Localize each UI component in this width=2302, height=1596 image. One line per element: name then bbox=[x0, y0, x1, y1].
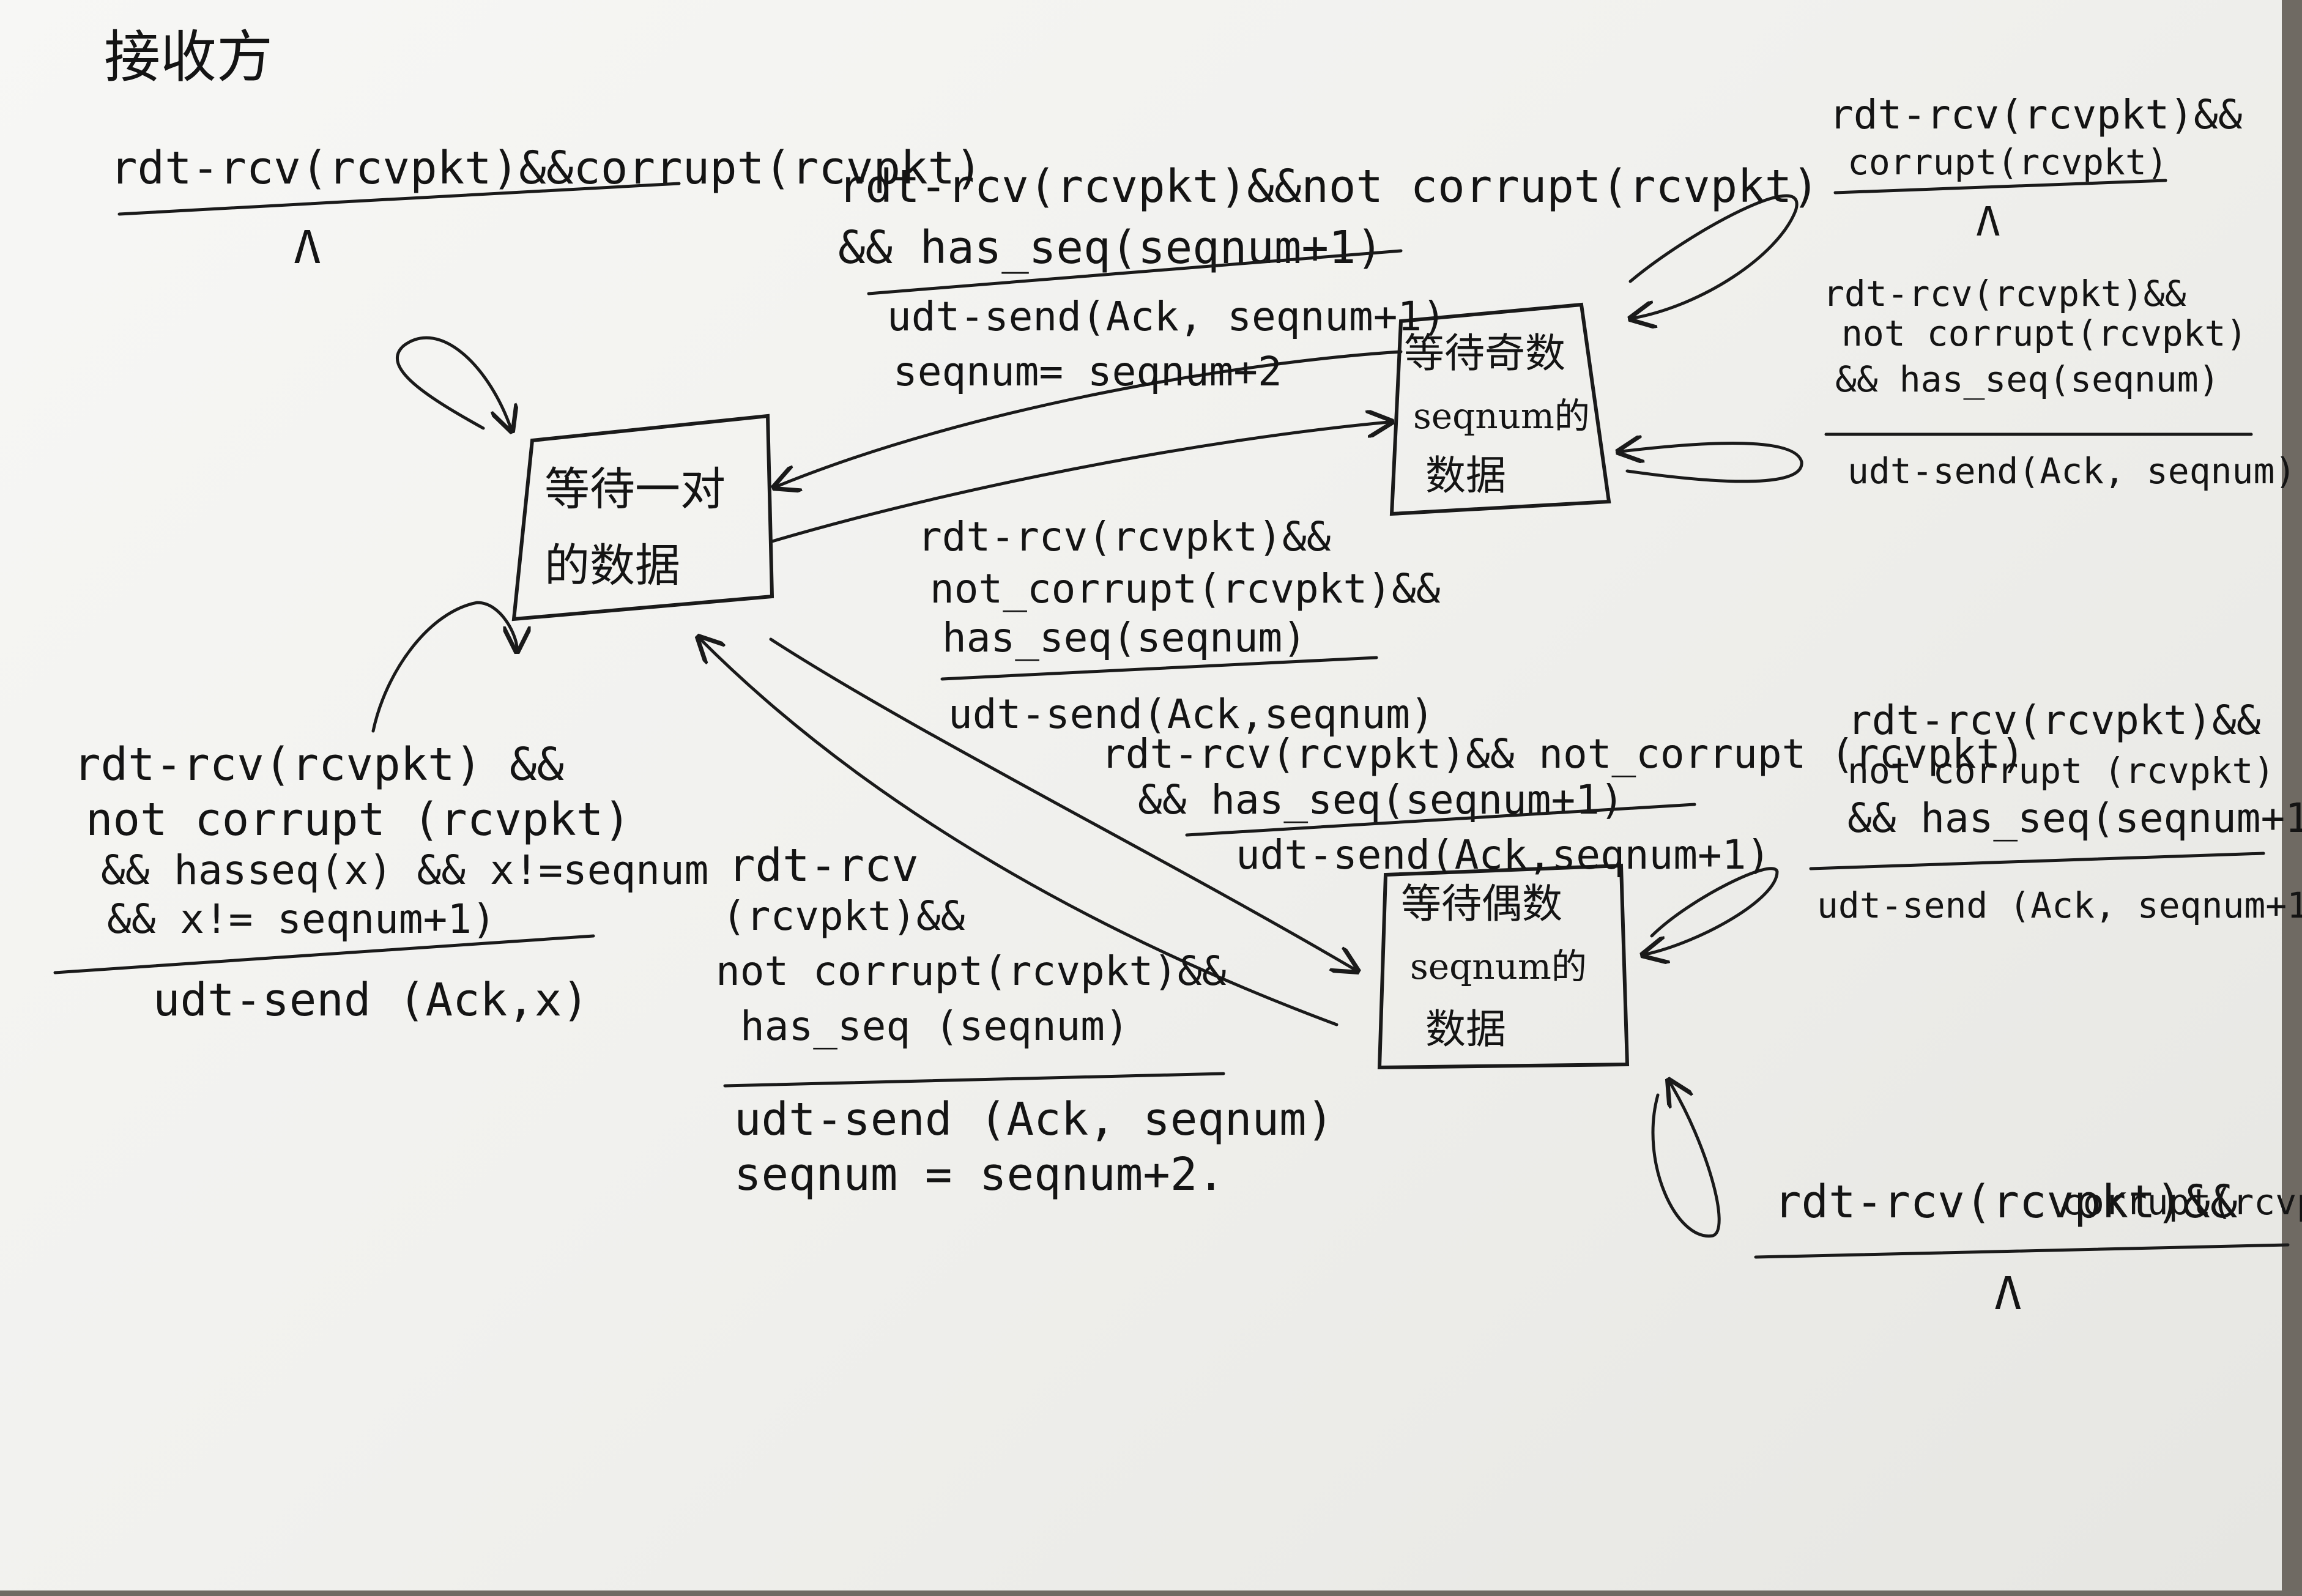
state-even-line1: 等待偶数 bbox=[1401, 880, 1562, 927]
state-pair-line2: 的数据 bbox=[544, 540, 680, 592]
pair-to-odd-action2: seqnum= seqnum+2 bbox=[893, 348, 1282, 395]
label-odd-self-dup: rdt-rcv(rcvpkt)&& not corrupt(rcvpkt) &&… bbox=[1823, 273, 2296, 492]
loop-pair-bottom bbox=[371, 601, 517, 733]
state-even-line2: seqnum的 bbox=[1410, 946, 1587, 987]
even-self-dup-event2: not corrupt (rcvpkt) bbox=[1847, 750, 2274, 792]
even-self-corrupt-event2: corrupt(rcvpkt) bbox=[2062, 1181, 2302, 1223]
state-even-line3: 数据 bbox=[1425, 1006, 1506, 1053]
odd-to-pair-divider bbox=[940, 656, 1378, 681]
pair-self-corrupt-action: Λ bbox=[294, 221, 321, 274]
even-self-dup-action: udt-send (Ack, seqnum+1). bbox=[1817, 885, 2302, 926]
even-to-pair-action: udt-send(Ack,seqnum+1) bbox=[1236, 831, 1770, 878]
odd-self-dup-event3: && has_seq(seqnum) bbox=[1835, 358, 2220, 400]
pair-to-even-event3: not corrupt(rcvpkt)&& bbox=[716, 948, 1227, 995]
odd-self-corrupt-action: Λ bbox=[1976, 198, 2000, 245]
state-pair: 等待一对 的数据 bbox=[511, 414, 774, 622]
even-self-dup-event3: && has_seq(seqnum+1) bbox=[1847, 795, 2302, 842]
label-pair-self-corrupt: rdt-rcv(rcvpkt)&&corrupt(rcvpkt) Λ bbox=[110, 142, 982, 274]
even-to-pair-divider bbox=[1185, 803, 1696, 837]
state-pair-box bbox=[511, 414, 774, 622]
state-odd-box bbox=[1389, 302, 1611, 516]
pair-self-other-event3: && hasseq(x) && x!=seqnum bbox=[101, 847, 708, 894]
odd-to-pair-event3: has_seq(seqnum) bbox=[942, 614, 1307, 661]
label-pair-to-even: rdt-rcv (rcvpkt)&& not corrupt(rcvpkt)&&… bbox=[716, 839, 1334, 1201]
pair-to-odd-divider bbox=[867, 249, 1403, 295]
loop-even-bottom bbox=[1651, 1083, 1721, 1238]
loop-pair-top bbox=[395, 336, 511, 428]
even-self-corrupt-divider bbox=[1754, 1243, 2290, 1259]
state-pair-line1: 等待一对 bbox=[544, 463, 726, 516]
odd-self-dup-action: udt-send(Ack, seqnum) bbox=[1847, 450, 2296, 492]
page-title: 接收方 bbox=[104, 24, 273, 90]
odd-to-pair-action: udt-send(Ack,seqnum) bbox=[948, 691, 1435, 738]
even-self-dup-divider bbox=[1809, 852, 2265, 870]
pair-to-even-event1: rdt-rcv bbox=[728, 839, 919, 892]
label-even-self-corrupt: rdt-rcv(rcvpkt)&& corrupt(rcvpkt) Λ bbox=[1754, 1176, 2302, 1320]
pair-to-even-event4: has_seq (seqnum) bbox=[740, 1003, 1129, 1050]
arrow-even-to-pair bbox=[700, 639, 1339, 1026]
state-odd-line3: 数据 bbox=[1425, 452, 1506, 499]
state-even: 等待偶数 seqnum的 数据 bbox=[1377, 863, 1630, 1070]
even-self-corrupt-action: Λ bbox=[1994, 1268, 2022, 1320]
loop-even-right bbox=[1646, 867, 1779, 954]
pair-self-other-action: udt-send (Ack,x) bbox=[153, 974, 589, 1026]
odd-self-dup-event1: rdt-rcv(rcvpkt)&& bbox=[1823, 273, 2186, 314]
label-even-to-pair: rdt-rcv(rcvpkt)&& not_corrupt (rcvpkt) &… bbox=[1101, 730, 2025, 878]
even-self-dup-event1: rdt-rcv(rcvpkt)&& bbox=[1847, 697, 2261, 744]
odd-to-pair-event2: not_corrupt(rcvpkt)&& bbox=[930, 565, 1441, 612]
pair-self-other-divider bbox=[53, 934, 595, 974]
pair-self-corrupt-event: rdt-rcv(rcvpkt)&&corrupt(rcvpkt) bbox=[110, 142, 982, 195]
pair-to-odd-action1: udt-send(Ack, seqnum+1) bbox=[887, 293, 1446, 340]
state-odd-line1: 等待奇数 bbox=[1404, 330, 1565, 377]
odd-self-dup-event2: not corrupt(rcvpkt) bbox=[1841, 313, 2247, 354]
label-odd-to-pair: rdt-rcv(rcvpkt)&& not_corrupt(rcvpkt)&& … bbox=[918, 513, 1441, 738]
even-to-pair-event2: && has_seq(seqnum+1) bbox=[1138, 776, 1624, 823]
label-pair-self-other: rdt-rcv(rcvpkt) && not corrupt (rcvpkt) … bbox=[53, 738, 708, 1026]
pair-self-corrupt-divider bbox=[117, 182, 681, 216]
pair-to-even-divider bbox=[723, 1072, 1225, 1088]
arrow-pair-to-odd bbox=[770, 422, 1389, 543]
arrow-odd-to-pair bbox=[777, 350, 1403, 486]
label-pair-to-odd: rdt-rcv(rcvpkt)&&not corrupt(rcvpkt) && … bbox=[838, 160, 1819, 395]
loop-odd-right bbox=[1621, 444, 1803, 483]
label-even-self-dup: rdt-rcv(rcvpkt)&& not corrupt (rcvpkt) &… bbox=[1809, 697, 2302, 926]
pair-self-other-event4: && x!= seqnum+1) bbox=[107, 896, 496, 943]
even-to-pair-event1: rdt-rcv(rcvpkt)&& not_corrupt (rcvpkt) bbox=[1101, 730, 2025, 778]
pair-to-even-action2: seqnum = seqnum+2. bbox=[734, 1148, 1225, 1201]
arrow-pair-to-even bbox=[769, 637, 1355, 970]
odd-self-corrupt-event1: rdt-rcv(rcvpkt)&& bbox=[1829, 91, 2243, 138]
state-even-box bbox=[1377, 863, 1630, 1070]
pair-to-odd-event1: rdt-rcv(rcvpkt)&&not corrupt(rcvpkt) bbox=[838, 160, 1819, 213]
label-odd-self-corrupt: rdt-rcv(rcvpkt)&& corrupt(rcvpkt) Λ bbox=[1829, 91, 2243, 245]
odd-self-corrupt-event2: corrupt(rcvpkt) bbox=[1847, 141, 2168, 183]
loop-odd-top bbox=[1630, 194, 1799, 318]
pair-self-other-event2: not corrupt (rcvpkt) bbox=[86, 793, 631, 846]
pair-self-other-event1: rdt-rcv(rcvpkt) && bbox=[73, 738, 564, 791]
odd-self-corrupt-divider bbox=[1833, 179, 2167, 195]
pair-to-even-action1: udt-send (Ack, seqnum) bbox=[734, 1093, 1334, 1146]
even-self-corrupt-event1: rdt-rcv(rcvpkt)&& bbox=[1774, 1176, 2238, 1228]
state-odd-line2: seqnum的 bbox=[1413, 395, 1590, 437]
state-odd: 等待奇数 seqnum的 数据 bbox=[1389, 302, 1611, 516]
pair-to-odd-event2: && has_seq(seqnum+1) bbox=[838, 221, 1383, 274]
odd-to-pair-event1: rdt-rcv(rcvpkt)&& bbox=[918, 513, 1331, 560]
pair-to-even-event2: (rcvpkt)&& bbox=[722, 893, 965, 940]
